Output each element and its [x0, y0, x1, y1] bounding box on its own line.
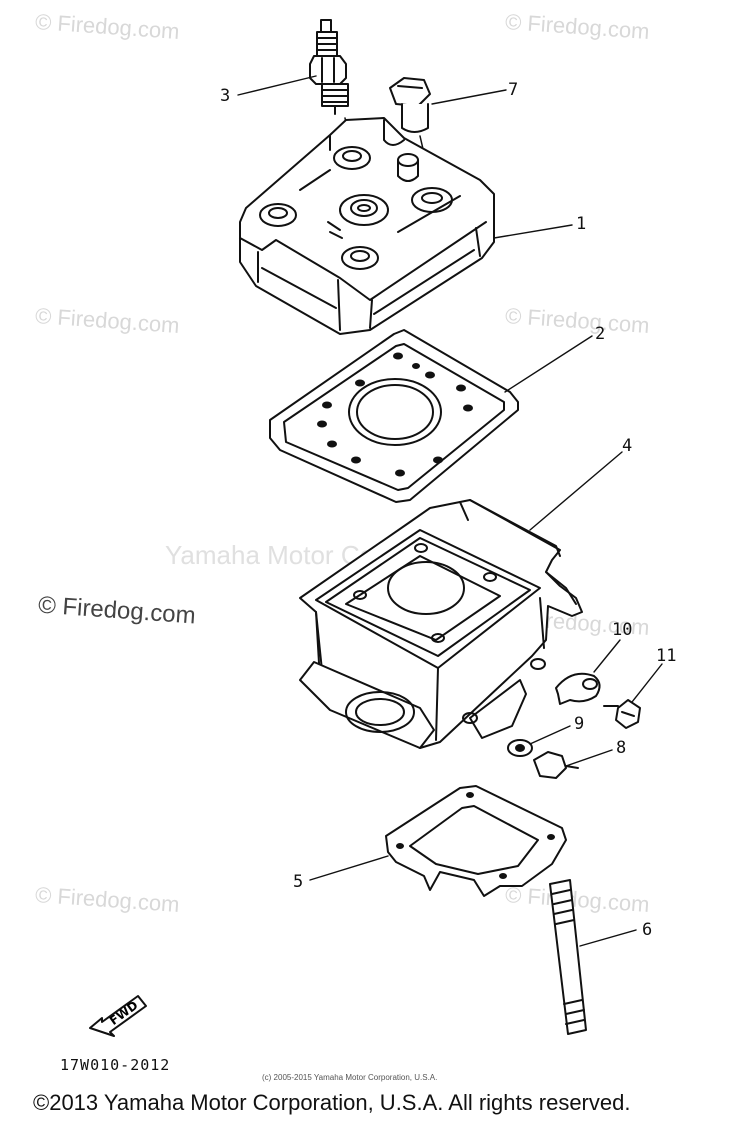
copyright-notice: ©2013 Yamaha Motor Corporation, U.S.A. A… [33, 1090, 631, 1115]
callout-9: 9 [574, 714, 585, 734]
base-gasket [385, 785, 567, 897]
spark-plug [309, 19, 349, 115]
callout-5: 5 [293, 872, 304, 892]
callout-4: 4 [622, 436, 633, 456]
washer [507, 739, 533, 757]
callout-8: 8 [616, 738, 627, 758]
tiny-copyright: (c) 2005-2015 Yamaha Motor Corporation, … [262, 1073, 438, 1082]
diagram-part-code: 17W010-2012 [60, 1056, 171, 1074]
cylinder-bolt [533, 751, 579, 779]
callout-10: 10 [612, 620, 633, 640]
callout-2: 2 [595, 324, 606, 344]
callout-3: 3 [220, 86, 231, 106]
hose-clamp [555, 672, 601, 705]
head-gasket [269, 329, 519, 503]
fwd-arrow-icon [89, 995, 147, 1037]
cylinder-stud [549, 879, 587, 1035]
callout-7: 7 [508, 80, 519, 100]
callout-6: 6 [642, 920, 653, 940]
head-bolt [389, 77, 431, 133]
leader-lines [237, 75, 663, 947]
callout-11: 11 [656, 646, 677, 666]
callout-1: 1 [576, 214, 587, 234]
small-screw [603, 699, 641, 729]
cylinder [299, 499, 583, 749]
fwd-arrow: FWD [88, 990, 158, 1045]
cylinder-head [239, 117, 495, 335]
